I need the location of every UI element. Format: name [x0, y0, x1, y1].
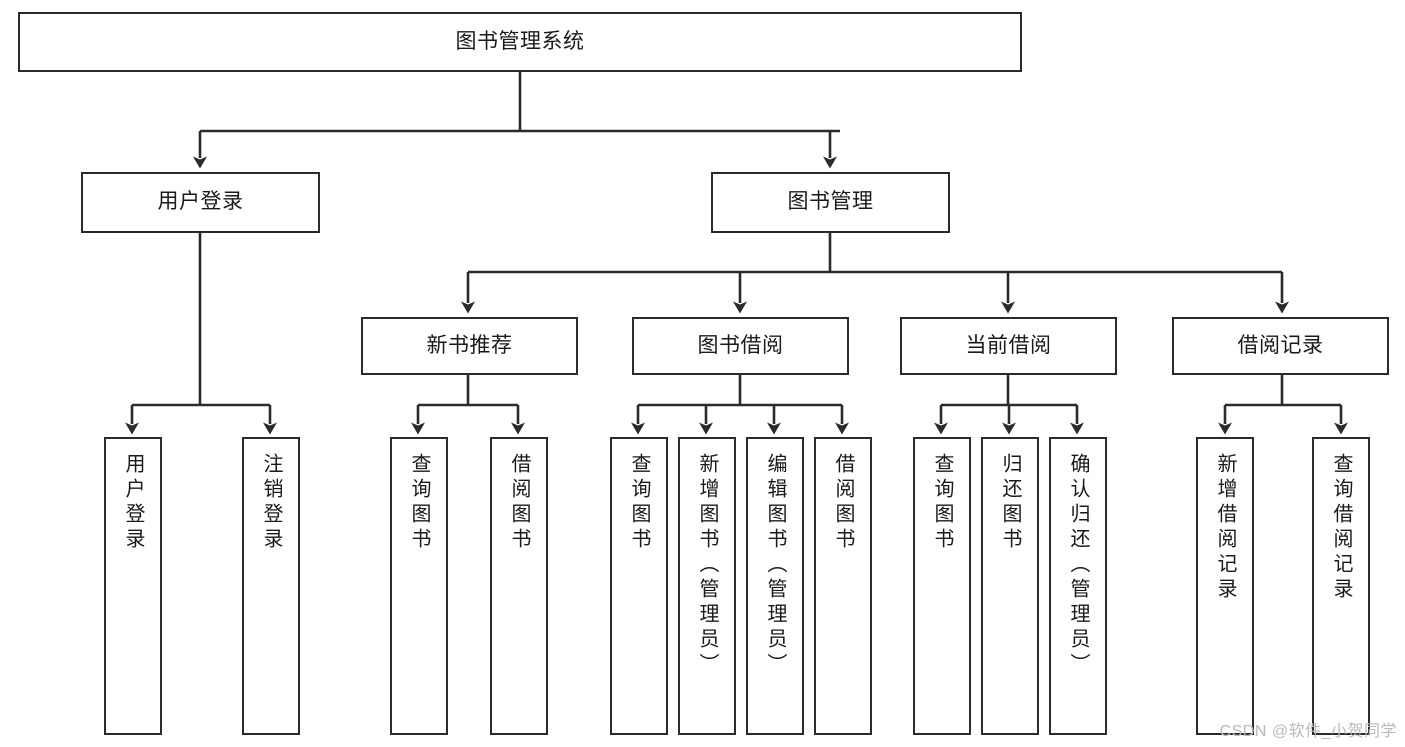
node-label: 借阅记录 [1237, 333, 1324, 357]
leaf-return-book[interactable]: 归还图书 [981, 437, 1039, 735]
node-user-login[interactable]: 用户登录 [81, 172, 320, 233]
node-label: 图书管理系统 [455, 29, 585, 53]
leaf-query-book-recommend[interactable]: 查询图书 [390, 437, 448, 735]
node-label: 新增图书（管理员） [696, 453, 718, 678]
leaf-confirm-return[interactable]: 确认归还（管理员） [1049, 437, 1107, 735]
node-label: 借阅图书 [508, 453, 530, 553]
node-label: 查询图书 [628, 453, 650, 553]
leaf-user-login[interactable]: 用户登录 [104, 437, 162, 735]
node-book-borrow[interactable]: 图书借阅 [632, 317, 849, 375]
node-new-book-recommend[interactable]: 新书推荐 [361, 317, 578, 375]
node-label: 注销登录 [260, 453, 282, 553]
node-label: 查询图书 [931, 453, 953, 553]
node-label: 借阅图书 [832, 453, 854, 553]
leaf-edit-book[interactable]: 编辑图书（管理员） [746, 437, 804, 735]
leaf-add-book[interactable]: 新增图书（管理员） [678, 437, 736, 735]
node-label: 当前借阅 [965, 333, 1052, 357]
leaf-borrow-book[interactable]: 借阅图书 [814, 437, 872, 735]
node-label: 图书借阅 [697, 333, 784, 357]
node-label: 查询图书 [408, 453, 430, 553]
leaf-query-book-current[interactable]: 查询图书 [913, 437, 971, 735]
node-label: 编辑图书（管理员） [764, 453, 786, 678]
leaf-query-book-borrow[interactable]: 查询图书 [610, 437, 668, 735]
watermark-text: CSDN @软件_小贺同学 [1219, 723, 1397, 740]
node-borrow-record[interactable]: 借阅记录 [1172, 317, 1389, 375]
node-root-system[interactable]: 图书管理系统 [18, 12, 1022, 72]
node-label: 归还图书 [999, 453, 1021, 553]
node-label: 用户登录 [122, 453, 144, 553]
node-label: 用户登录 [157, 190, 244, 214]
node-label: 新增借阅记录 [1214, 453, 1236, 603]
node-label: 查询借阅记录 [1330, 453, 1352, 603]
leaf-query-borrow-record[interactable]: 查询借阅记录 [1312, 437, 1370, 735]
node-label: 新书推荐 [426, 333, 513, 357]
node-book-management[interactable]: 图书管理 [711, 172, 950, 233]
leaf-add-borrow-record[interactable]: 新增借阅记录 [1196, 437, 1254, 735]
leaf-user-logout[interactable]: 注销登录 [242, 437, 300, 735]
node-label: 图书管理 [787, 190, 874, 214]
node-label: 确认归还（管理员） [1067, 453, 1089, 678]
leaf-borrow-book-recommend[interactable]: 借阅图书 [490, 437, 548, 735]
node-current-borrow[interactable]: 当前借阅 [900, 317, 1117, 375]
